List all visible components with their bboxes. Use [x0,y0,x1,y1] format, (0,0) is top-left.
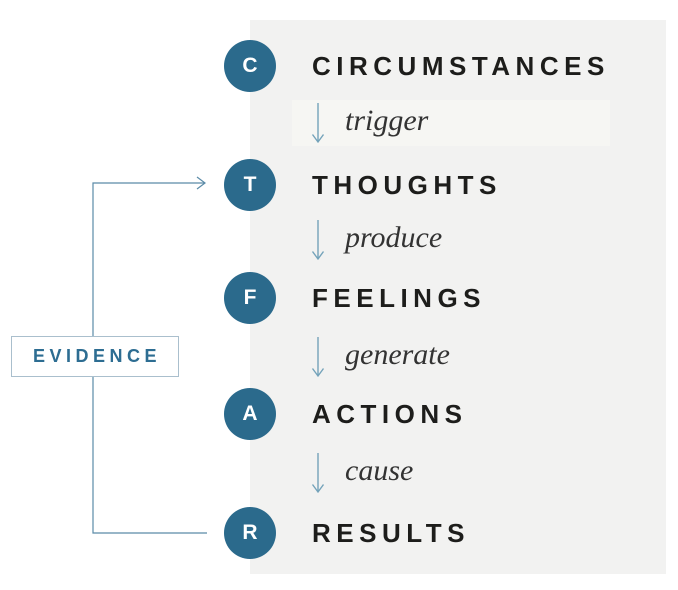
trigger-row-highlight [292,100,610,146]
down-arrow-icon [311,337,325,378]
flow-row-produce: produce [310,217,442,263]
step-badge-r: R [224,507,276,559]
flow-word-trigger: trigger [345,104,429,137]
step-row-thoughts: T THOUGHTS [224,159,502,211]
flow-row-trigger: trigger [310,100,428,146]
step-row-results: R RESULTS [224,507,470,559]
flow-row-generate: generate [310,334,450,380]
step-initial: F [243,286,257,309]
down-arrow-icon [311,220,325,261]
step-initial: C [242,54,258,77]
step-label-thoughts: THOUGHTS [312,169,502,200]
flow-word-produce: produce [345,221,443,254]
step-badge-a: A [224,388,276,440]
step-initial: R [242,521,258,544]
step-row-actions: A ACTIONS [224,388,468,440]
step-label-actions: ACTIONS [312,398,468,429]
down-arrow-icon [311,103,325,144]
evidence-box: EVIDENCE [11,336,179,377]
step-row-circumstances: C CIRCUMSTANCES [224,40,610,92]
step-initial: T [243,173,257,196]
step-badge-f: F [224,272,276,324]
step-badge-c: C [224,40,276,92]
evidence-label: EVIDENCE [32,346,162,366]
down-arrow-icon [311,453,325,494]
step-row-feelings: F FEELINGS [224,272,486,324]
flow-word-cause: cause [345,454,414,487]
step-label-feelings: FEELINGS [312,282,487,313]
flow-word-generate: generate [345,338,450,371]
step-label-circumstances: CIRCUMSTANCES [312,50,610,81]
step-badge-t: T [224,159,276,211]
step-label-results: RESULTS [312,517,470,548]
flow-row-cause: cause [310,450,413,496]
step-initial: A [242,402,258,425]
